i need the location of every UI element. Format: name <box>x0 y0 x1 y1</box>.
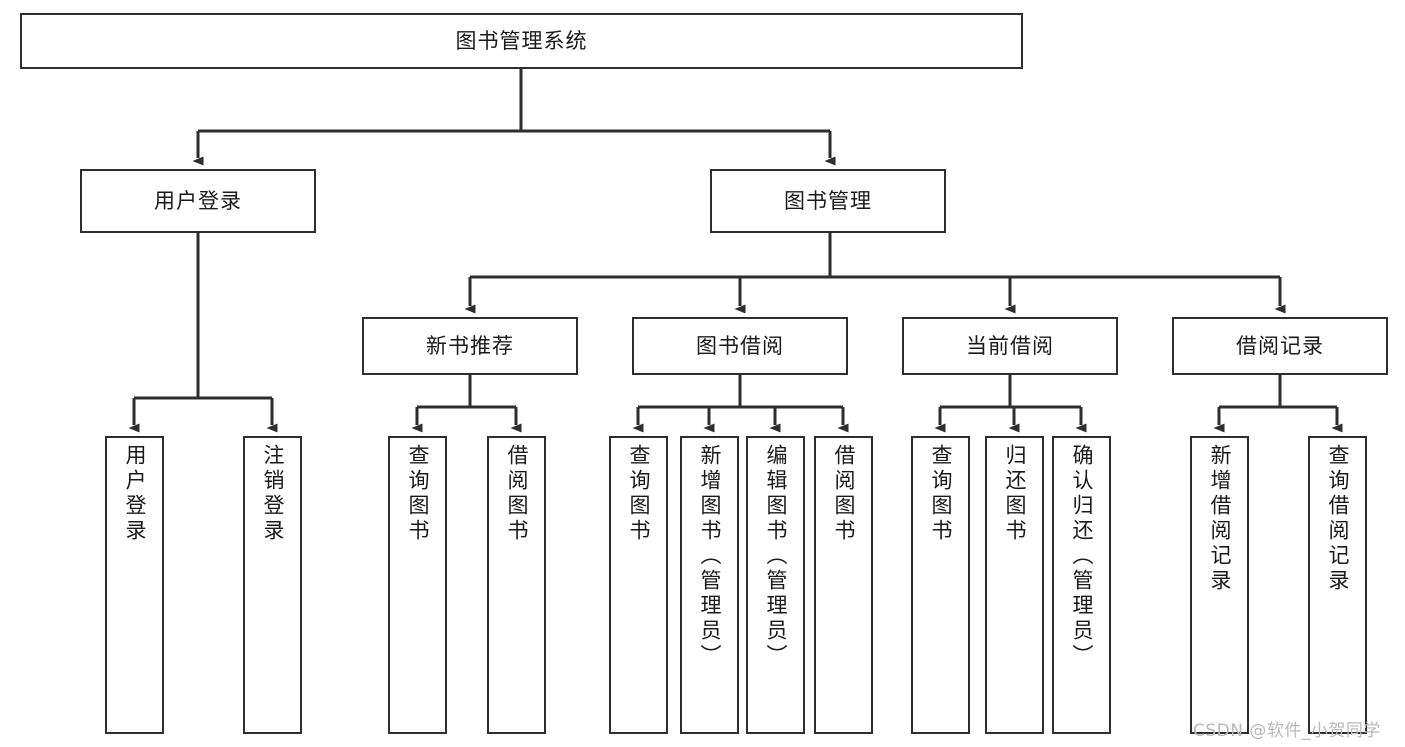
node-new-book-recommend-label: 新书推荐 <box>426 333 514 358</box>
node-user-login[interactable]: 用户登录 <box>80 169 316 233</box>
node-leaf-confirm-return[interactable]: 确认归还（管理员） <box>1052 436 1111 734</box>
node-leaf-query-borrow-record-label: 查询借阅记录 <box>1326 444 1350 594</box>
node-leaf-return-book[interactable]: 归还图书 <box>985 436 1044 734</box>
node-leaf-query-book-1-label: 查询图书 <box>406 444 430 544</box>
node-leaf-borrow-book-2-label: 借阅图书 <box>832 444 856 544</box>
node-leaf-borrow-book-2[interactable]: 借阅图书 <box>814 436 873 734</box>
node-leaf-borrow-book-1[interactable]: 借阅图书 <box>487 436 546 734</box>
node-leaf-confirm-return-label: 确认归还（管理员） <box>1070 444 1094 669</box>
node-leaf-add-borrow-record[interactable]: 新增借阅记录 <box>1190 436 1249 734</box>
node-leaf-user-logout[interactable]: 注销登录 <box>243 436 302 734</box>
node-leaf-edit-book-label: 编辑图书（管理员） <box>764 444 788 669</box>
node-leaf-user-logout-label: 注销登录 <box>261 444 285 544</box>
node-current-borrow[interactable]: 当前借阅 <box>902 317 1118 375</box>
node-leaf-query-book-3-label: 查询图书 <box>929 444 953 544</box>
node-root-label: 图书管理系统 <box>455 28 588 53</box>
node-book-borrow[interactable]: 图书借阅 <box>632 317 848 375</box>
node-leaf-query-borrow-record[interactable]: 查询借阅记录 <box>1308 436 1367 734</box>
node-book-borrow-label: 图书借阅 <box>696 333 784 358</box>
node-leaf-query-book-2-label: 查询图书 <box>627 444 651 544</box>
node-book-manage-label: 图书管理 <box>784 188 872 213</box>
node-user-login-label: 用户登录 <box>154 188 242 213</box>
node-leaf-query-book-3[interactable]: 查询图书 <box>911 436 970 734</box>
node-leaf-user-login-label: 用户登录 <box>123 444 147 544</box>
node-leaf-query-book-1[interactable]: 查询图书 <box>388 436 447 734</box>
node-leaf-query-book-2[interactable]: 查询图书 <box>609 436 668 734</box>
node-borrow-record[interactable]: 借阅记录 <box>1172 317 1388 375</box>
node-leaf-add-borrow-record-label: 新增借阅记录 <box>1208 444 1232 594</box>
node-new-book-recommend[interactable]: 新书推荐 <box>362 317 578 375</box>
node-leaf-edit-book[interactable]: 编辑图书（管理员） <box>746 436 805 734</box>
node-leaf-add-book[interactable]: 新增图书（管理员） <box>680 436 739 734</box>
node-leaf-add-book-label: 新增图书（管理员） <box>698 444 722 669</box>
csdn-watermark: CSDN @软件_小贺同学 <box>1193 721 1381 741</box>
node-root[interactable]: 图书管理系统 <box>20 13 1023 69</box>
node-borrow-record-label: 借阅记录 <box>1236 333 1324 358</box>
node-leaf-borrow-book-1-label: 借阅图书 <box>505 444 529 544</box>
node-leaf-return-book-label: 归还图书 <box>1003 444 1027 544</box>
node-leaf-user-login[interactable]: 用户登录 <box>105 436 164 734</box>
node-book-manage[interactable]: 图书管理 <box>710 169 946 233</box>
node-current-borrow-label: 当前借阅 <box>966 333 1054 358</box>
